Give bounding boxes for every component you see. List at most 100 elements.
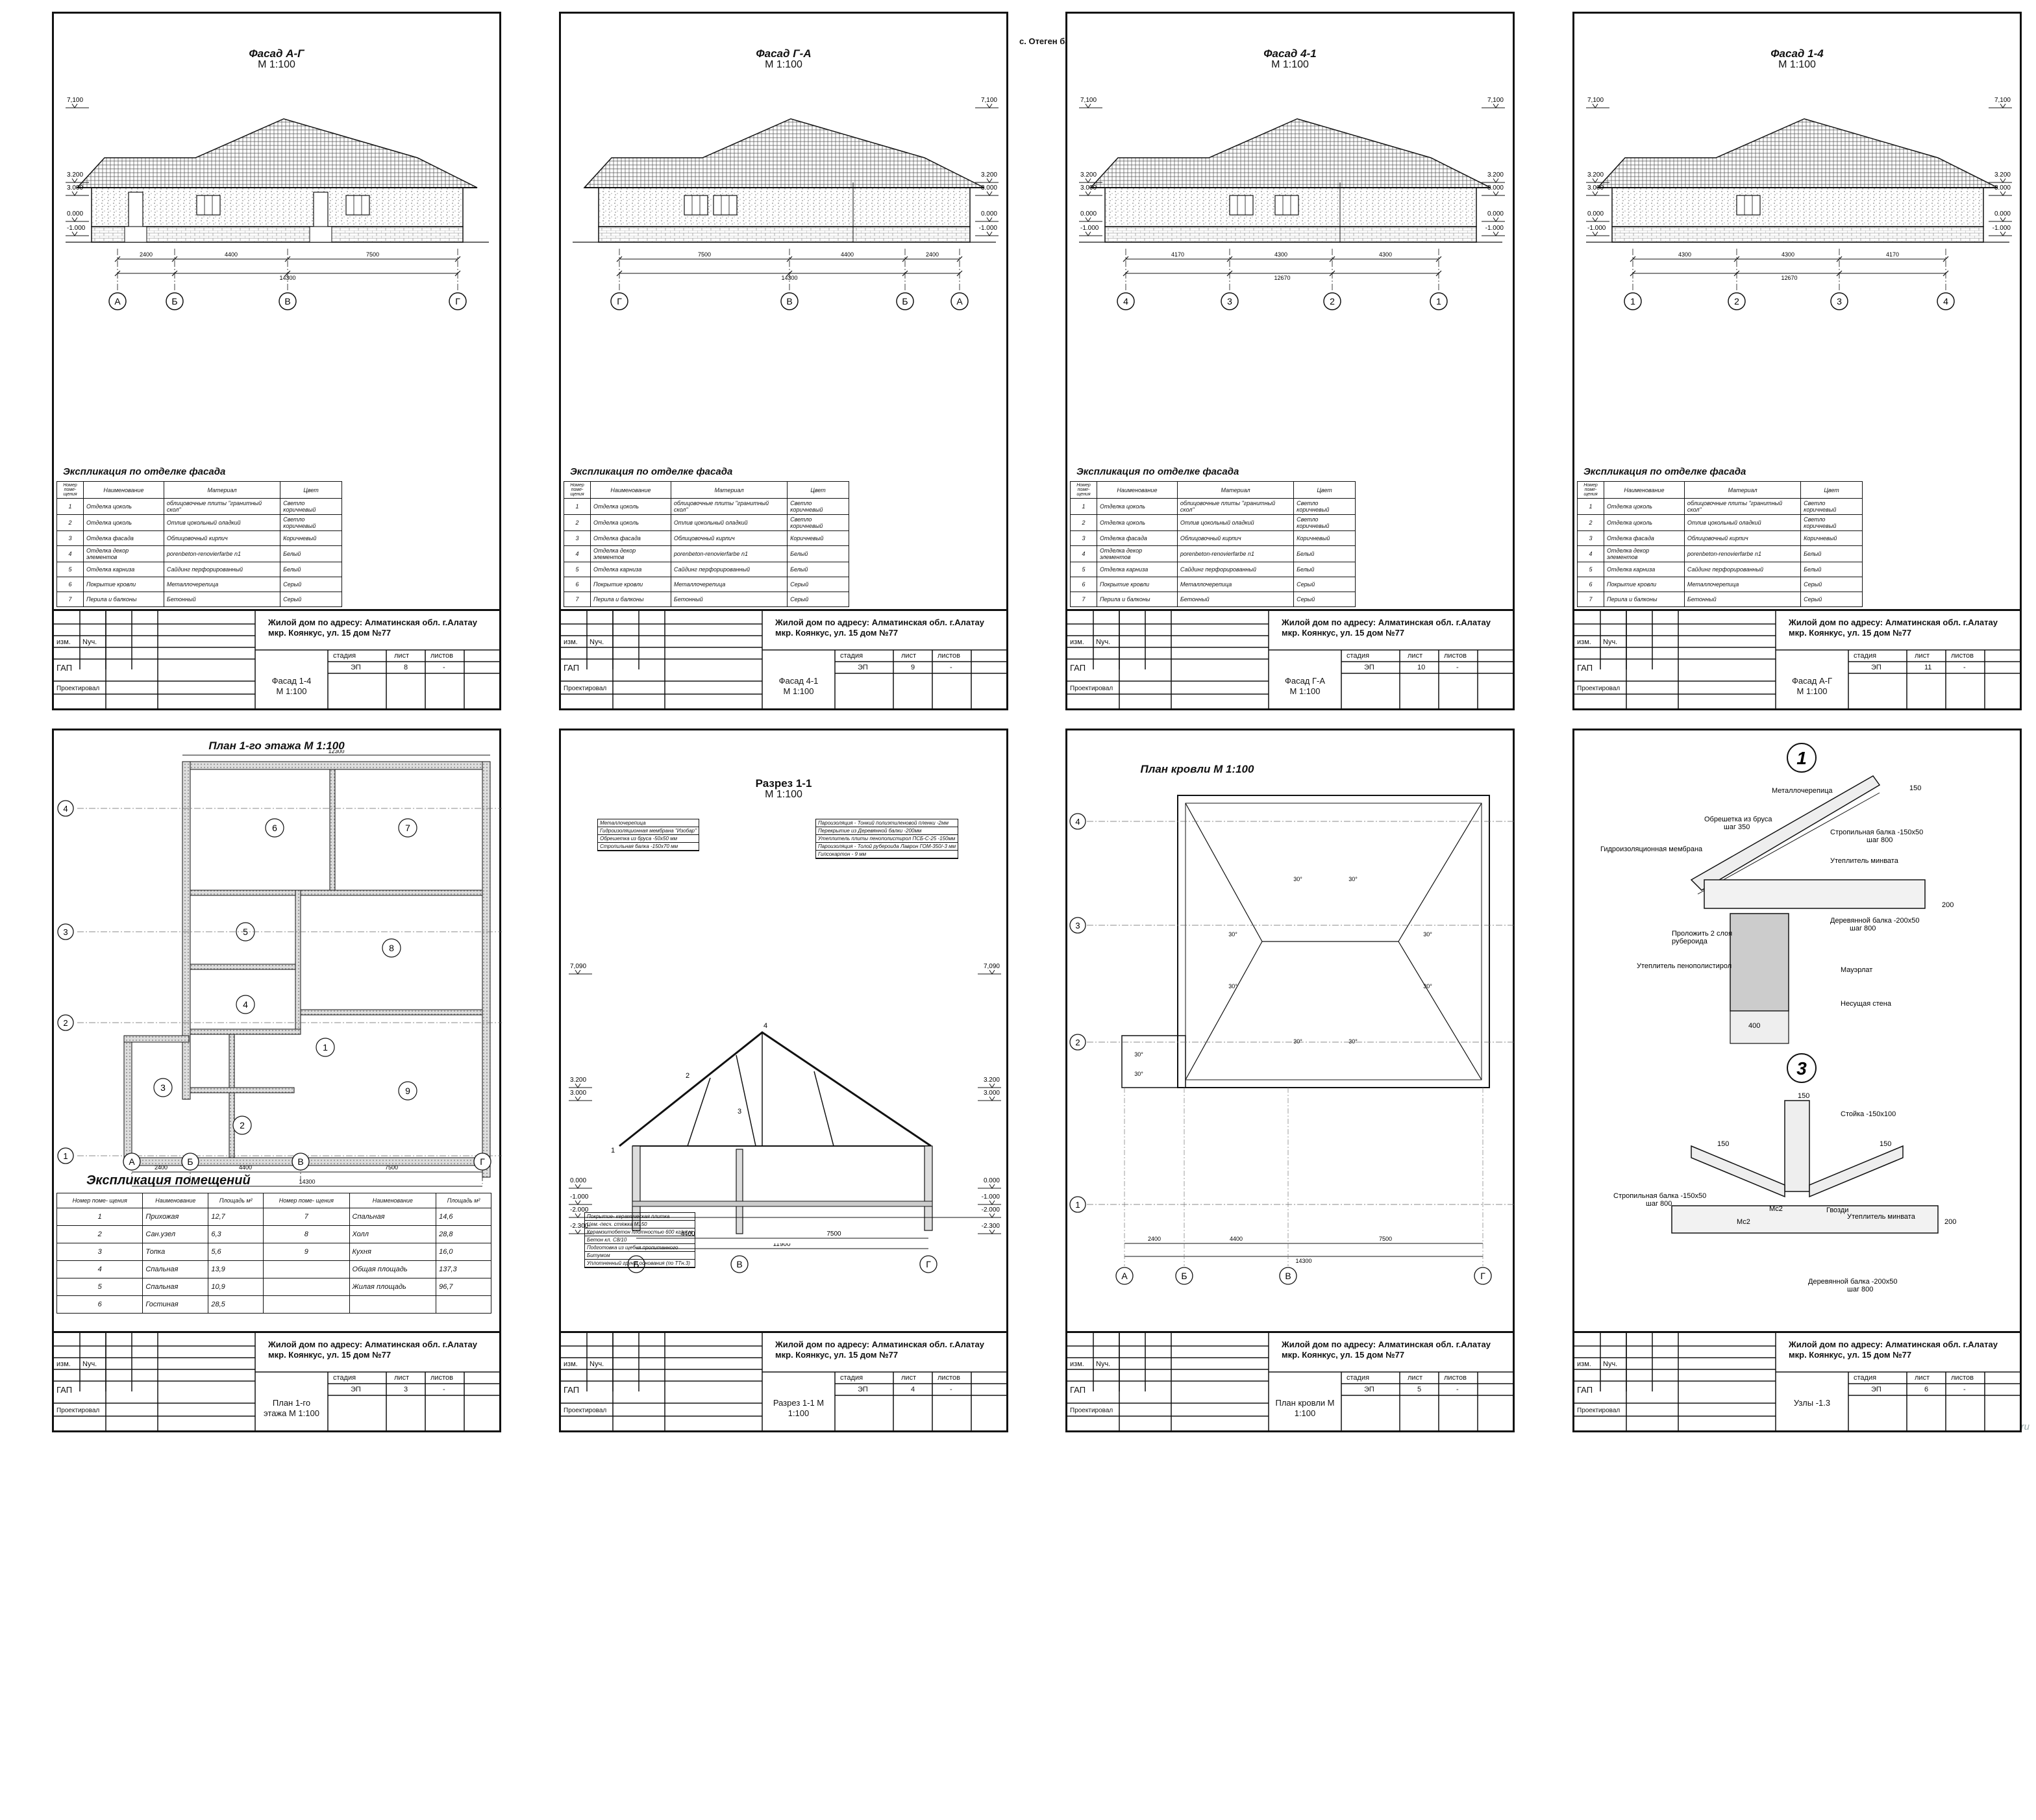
nuch-label: Nуч. bbox=[1096, 638, 1111, 646]
room-number: 8 bbox=[389, 943, 394, 953]
finish-table-cell: 4 bbox=[1577, 545, 1604, 562]
sheet-name-title: Разрез 1-1 М 1:100 bbox=[773, 1398, 825, 1418]
dimension-value: 7500 bbox=[698, 251, 711, 258]
layer-note: Бетон кл. С8/10 bbox=[585, 1236, 695, 1244]
layer-note: Подготовка из щебня пропитанного bbox=[585, 1244, 695, 1252]
axis-label-bubble bbox=[1624, 292, 1642, 310]
level-left: 3.000 bbox=[570, 1090, 586, 1097]
dimension-total: 14300 bbox=[1295, 1258, 1311, 1264]
finish-table-cell: Светло коричневый bbox=[1293, 498, 1356, 515]
finish-table-cell: Отделка цоколь bbox=[1604, 498, 1685, 515]
axis-label-bubble bbox=[108, 292, 127, 310]
axis-label: Б bbox=[171, 296, 177, 306]
izm-label: изм. bbox=[1577, 1360, 1591, 1368]
axis-label-bubble bbox=[1728, 292, 1746, 310]
finish-table-cell: облицовочные плиты "гранитный скол" bbox=[1176, 498, 1295, 515]
rooms-table-cell: 137,3 bbox=[436, 1260, 491, 1278]
axis-label-bubble bbox=[1937, 292, 1955, 310]
sheet-label: лист bbox=[394, 1374, 410, 1382]
finish-table-cell: Отделка декор элементов bbox=[83, 545, 164, 562]
finish-table-cell: 6 bbox=[564, 577, 591, 592]
stage-value: ЭП bbox=[351, 1386, 361, 1393]
nuch-label: Nуч. bbox=[82, 1360, 97, 1368]
gap-label: ГАП bbox=[1070, 1385, 1086, 1395]
node3-label: шаг 800 bbox=[1847, 1286, 1873, 1293]
axis-label: А bbox=[1121, 1271, 1128, 1281]
level-left: 3.200 bbox=[1080, 171, 1097, 179]
finish-table-cell: Серый bbox=[1800, 592, 1863, 607]
axis-label: 3 bbox=[1227, 296, 1232, 306]
finish-table-header: Наименование bbox=[590, 481, 671, 499]
facade-scale: М 1:100 bbox=[1778, 59, 1816, 70]
level-left: 0.000 bbox=[1587, 210, 1604, 218]
address-line-1: Жилой дом по адресу: Алматинская обл. г.… bbox=[775, 1340, 984, 1349]
gap-label: ГАП bbox=[564, 1385, 580, 1395]
sheets-total-value: - bbox=[1456, 664, 1459, 671]
designer-label: Проектировал bbox=[564, 685, 607, 692]
wall bbox=[190, 1087, 295, 1093]
sheet-label: лист bbox=[394, 652, 410, 660]
izm-label: изм. bbox=[1577, 638, 1591, 646]
node1-label: шаг 800 bbox=[1850, 925, 1876, 932]
node1-label: Стропильная балка -150х50 bbox=[1830, 829, 1923, 836]
sheet-number-value: 9 bbox=[911, 664, 915, 671]
sheets-total-label: листов bbox=[430, 1374, 453, 1382]
finish-table-cell: 6 bbox=[56, 577, 84, 592]
stage-value: ЭП bbox=[858, 1386, 868, 1393]
finish-table-header: Материал bbox=[1683, 481, 1802, 499]
axis-bubble bbox=[1069, 1196, 1086, 1213]
finish-table-cell: Бетонный bbox=[163, 592, 281, 607]
node3-label: Утеплитель минвата bbox=[1847, 1213, 1916, 1221]
rooms-table-cell: 28,5 bbox=[208, 1295, 264, 1314]
axis-label: А bbox=[114, 296, 121, 306]
level-right: 0.000 bbox=[1994, 210, 2011, 218]
dimension-value: 2400 bbox=[926, 251, 939, 258]
level-right: 7,100 bbox=[1994, 97, 2011, 104]
finish-table-cell: Отлив цокольный оладкий bbox=[1683, 514, 1802, 531]
wall bbox=[190, 1028, 301, 1035]
sheet-number-value: 10 bbox=[1417, 664, 1426, 671]
layer-note: Битумом bbox=[585, 1252, 695, 1260]
stage-value: ЭП bbox=[1364, 664, 1374, 671]
facade-drawing: 7,1003.2003.0000.000-1.0007,1003.2003.00… bbox=[1586, 97, 2012, 310]
facade-plinth bbox=[91, 226, 464, 243]
level-left: -1.000 bbox=[67, 225, 86, 232]
axis-label: 3 bbox=[63, 927, 68, 937]
axis-bubble bbox=[181, 1153, 199, 1171]
gap-label: ГАП bbox=[1577, 1385, 1593, 1395]
facade-door bbox=[128, 192, 143, 227]
finish-table-cell: Отделка цоколь bbox=[83, 514, 164, 531]
facade-wall bbox=[91, 187, 464, 227]
level-right: 7,090 bbox=[984, 963, 1000, 970]
finish-table-cell: Покрытие кровли bbox=[83, 577, 164, 592]
finish-table-cell: Светло коричневый bbox=[1293, 514, 1356, 531]
level-right: 7,100 bbox=[981, 97, 997, 104]
axis-label: 2 bbox=[1075, 1038, 1080, 1047]
finish-table-cell: 7 bbox=[564, 592, 591, 607]
finish-table-cell: Отделка цоколь bbox=[1604, 514, 1685, 531]
rooms-table-cell: Гостиная bbox=[142, 1295, 209, 1314]
wall bbox=[123, 1035, 132, 1166]
stage-value: ЭП bbox=[1871, 1386, 1881, 1393]
facade-roof bbox=[1596, 118, 1998, 188]
finish-table-cell: Металлочерепица bbox=[1176, 577, 1295, 592]
node3-label: 150 bbox=[1717, 1140, 1729, 1148]
node3-label: Стойка -150х100 bbox=[1841, 1110, 1896, 1118]
facade-roof bbox=[1089, 118, 1491, 188]
finish-table-cell: Серый bbox=[280, 592, 342, 607]
entrance-steps bbox=[124, 226, 147, 243]
axis-bubble bbox=[292, 1153, 310, 1171]
sheets-total-label: листов bbox=[937, 652, 960, 660]
finish-table-header: Материал bbox=[670, 481, 788, 499]
address-line-1: Жилой дом по адресу: Алматинская обл. г.… bbox=[1282, 617, 1491, 627]
